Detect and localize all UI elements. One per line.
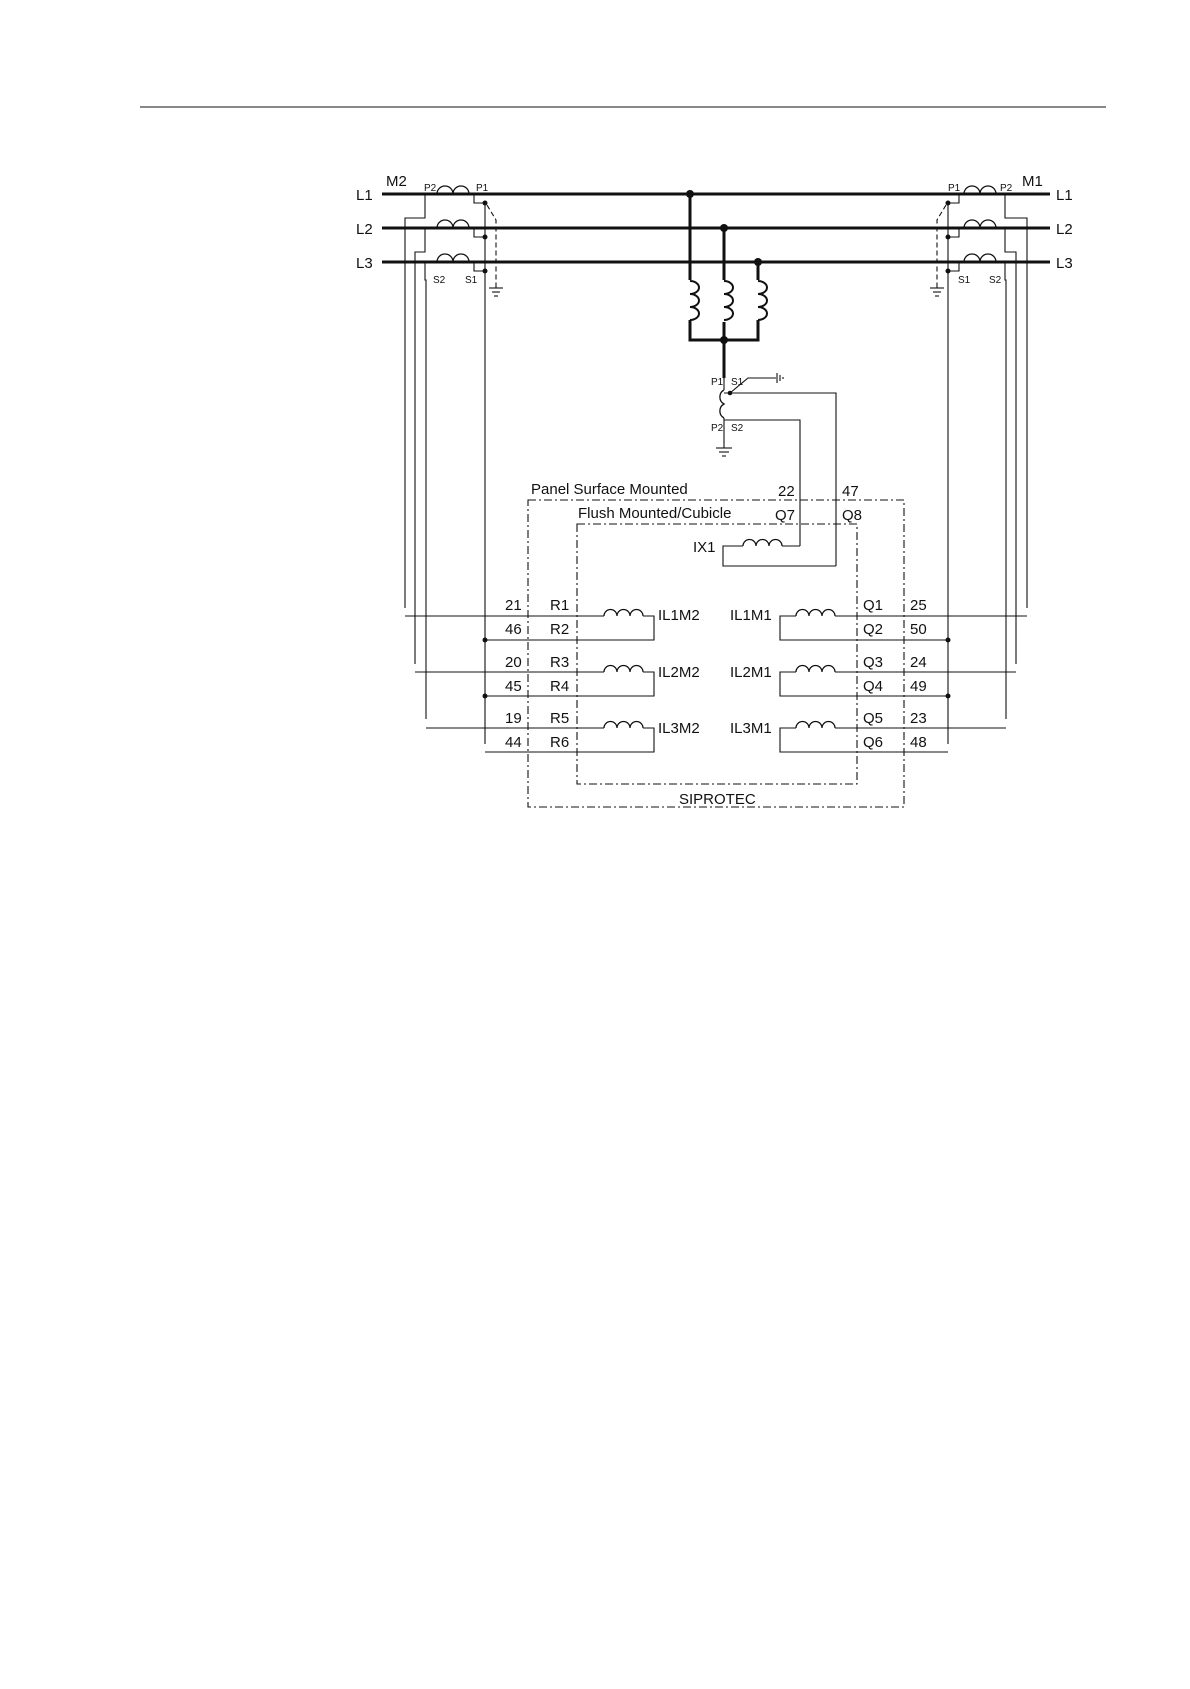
neutral-ct-p2-label: P2 bbox=[711, 423, 724, 434]
flush-mounted-enclosure bbox=[577, 524, 857, 784]
right-inputs: IL1M1 Q1 Q2 25 50 IL2M1 Q3 Q4 24 49 IL3M… bbox=[730, 597, 1027, 752]
ix1-terminal-q7: Q7 bbox=[775, 507, 795, 524]
ix1-terminal-22: 22 bbox=[778, 483, 795, 500]
right-input-1-label: IL1M1 bbox=[730, 607, 772, 624]
neutral-ct-p1-label: P1 bbox=[711, 377, 724, 388]
ct-m1-label: M1 bbox=[1022, 173, 1043, 190]
ct-group-m1: M1 P1 P2 S1 S2 bbox=[930, 173, 1043, 744]
right-input-3-terminal-a: 23 bbox=[910, 710, 927, 727]
ct-m2-s2-label: S2 bbox=[433, 275, 446, 286]
right-input-1-terminal-q2: Q2 bbox=[863, 621, 883, 638]
ct-m2-label: M2 bbox=[386, 173, 407, 190]
ix1-label: IX1 bbox=[693, 539, 716, 556]
phase-label-l2-right: L2 bbox=[1056, 221, 1073, 238]
panel-surface-enclosure bbox=[528, 500, 904, 807]
left-input-3-terminal-b: 44 bbox=[505, 734, 522, 751]
left-input-2-label: IL2M2 bbox=[658, 664, 700, 681]
right-input-1-terminal-b: 50 bbox=[910, 621, 927, 638]
phase-label-l3-right: L3 bbox=[1056, 255, 1073, 272]
left-input-3-label: IL3M2 bbox=[658, 720, 700, 737]
left-input-1-terminal-a: 21 bbox=[505, 597, 522, 614]
right-input-3-terminal-q5: Q5 bbox=[863, 710, 883, 727]
ct-m2-s1-label: S1 bbox=[465, 275, 478, 286]
left-input-3-terminal-r6: R6 bbox=[550, 734, 569, 751]
flush-mounted-label: Flush Mounted/Cubicle bbox=[578, 505, 731, 522]
left-input-2-terminal-r4: R4 bbox=[550, 678, 569, 695]
right-input-2-terminal-b: 49 bbox=[910, 678, 927, 695]
left-input-1-terminal-r1: R1 bbox=[550, 597, 569, 614]
right-input-3-terminal-q6: Q6 bbox=[863, 734, 883, 751]
left-input-2-terminal-a: 20 bbox=[505, 654, 522, 671]
enclosures: Panel Surface Mounted Flush Mounted/Cubi… bbox=[528, 481, 904, 808]
phase-label-l3-left: L3 bbox=[356, 255, 373, 272]
right-input-3-terminal-b: 48 bbox=[910, 734, 927, 751]
right-input-2-terminal-a: 24 bbox=[910, 654, 927, 671]
neutral-ct-s2-label: S2 bbox=[731, 423, 744, 434]
right-input-1-terminal-q1: Q1 bbox=[863, 597, 883, 614]
left-input-3-terminal-r5: R5 bbox=[550, 710, 569, 727]
right-input-1-terminal-a: 25 bbox=[910, 597, 927, 614]
right-input-2-terminal-q3: Q3 bbox=[863, 654, 883, 671]
ct-m2-p1-label: P1 bbox=[476, 183, 489, 194]
right-input-3-label: IL3M1 bbox=[730, 720, 772, 737]
panel-surface-label: Panel Surface Mounted bbox=[531, 481, 688, 498]
ix1-terminal-47: 47 bbox=[842, 483, 859, 500]
ct-m1-s1-label: S1 bbox=[958, 275, 971, 286]
left-inputs: 21 46 R1 R2 IL1M2 20 45 R3 R4 IL2M2 19 4… bbox=[405, 597, 700, 752]
ct-m1-s2-label: S2 bbox=[989, 275, 1002, 286]
left-input-2-terminal-r3: R3 bbox=[550, 654, 569, 671]
left-input-1-terminal-r2: R2 bbox=[550, 621, 569, 638]
left-input-1-label: IL1M2 bbox=[658, 607, 700, 624]
left-input-2-terminal-b: 45 bbox=[505, 678, 522, 695]
left-input-1-terminal-b: 46 bbox=[505, 621, 522, 638]
ct-m1-p1-label: P1 bbox=[948, 183, 961, 194]
phase-label-l2-left: L2 bbox=[356, 221, 373, 238]
ct-m1-p2-label: P2 bbox=[1000, 183, 1013, 194]
right-input-2-terminal-q4: Q4 bbox=[863, 678, 883, 695]
ct-group-m2: M2 P2 P1 S2 S1 bbox=[386, 173, 503, 744]
siprotec-label: SIPROTEC bbox=[679, 791, 756, 808]
right-input-2-label: IL2M1 bbox=[730, 664, 772, 681]
ix1-terminal-q8: Q8 bbox=[842, 507, 862, 524]
phase-label-l1-right: L1 bbox=[1056, 187, 1073, 204]
left-input-3-terminal-a: 19 bbox=[505, 710, 522, 727]
ct-m2-p2-label: P2 bbox=[424, 183, 437, 194]
phase-label-l1-left: L1 bbox=[356, 187, 373, 204]
